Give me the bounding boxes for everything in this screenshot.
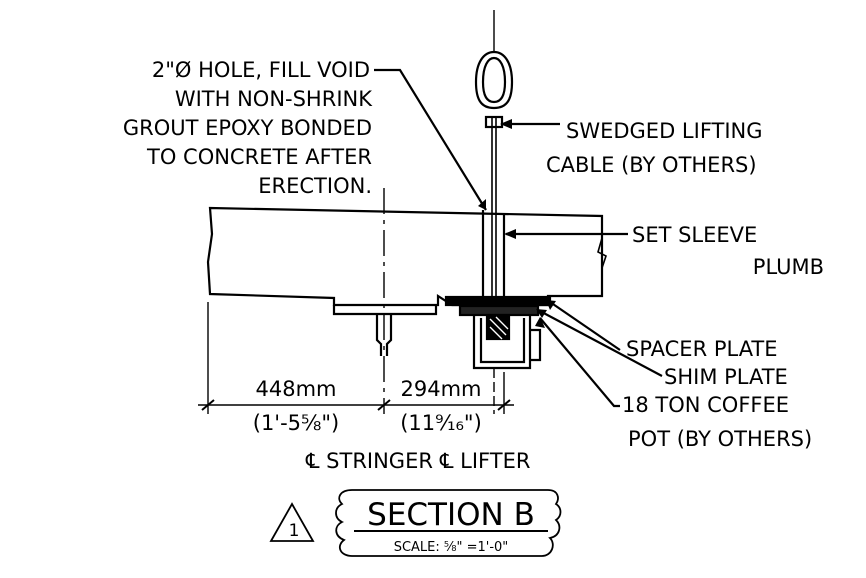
leader-spacer — [549, 301, 621, 351]
centerline-lifter-label: ℄ LIFTER — [439, 449, 530, 473]
note-shim: SHIM PLATE — [664, 365, 788, 389]
stringer-flange — [332, 305, 438, 316]
concrete-slab — [206, 206, 604, 307]
arrow-coffee — [535, 317, 545, 328]
break-line — [597, 237, 607, 269]
note-hole-3: GROUT EPOXY BONDED — [123, 116, 372, 140]
section-scale: SCALE: ⅝" =1'-0" — [394, 540, 509, 555]
leader-coffee — [539, 317, 620, 408]
dim-left-imperial: (1'-5⅝") — [253, 411, 339, 435]
note-hole-2: WITH NON-SHRINK — [175, 87, 373, 111]
note-coffee-2: POT (BY OTHERS) — [628, 427, 812, 451]
dim-right-imperial: (11⁹⁄₁₆") — [400, 411, 482, 435]
arrow-cable — [500, 119, 512, 129]
note-hole-5: ERECTION. — [258, 174, 372, 198]
arrow-spacer — [546, 300, 556, 310]
sleeve — [481, 210, 506, 296]
revision-number: 1 — [289, 521, 300, 541]
arrow-shim — [536, 309, 547, 318]
revision-triangle-icon — [269, 502, 315, 542]
centerline-stringer-label: ℄ STRINGER — [305, 449, 433, 473]
arrow-hole — [478, 199, 486, 210]
note-sleeve-1: SET SLEEVE — [632, 223, 757, 247]
note-sleeve-2: PLUMB — [753, 255, 824, 279]
lifting-cable — [491, 116, 497, 305]
stringer-web — [375, 314, 393, 356]
shim-plate — [458, 304, 540, 317]
note-spacer: SPACER PLATE — [626, 337, 778, 361]
dim-tick-left — [201, 399, 215, 411]
swedge-sleeve — [484, 115, 504, 129]
spacer-plate — [444, 295, 552, 307]
cable-loop-icon — [474, 50, 514, 110]
note-hole-1: 2"Ø HOLE, FILL VOID — [152, 58, 370, 82]
title-bubble — [335, 489, 562, 557]
note-coffee-1: 18 TON COFFEE — [622, 393, 789, 417]
dim-tick-right — [497, 399, 511, 411]
note-hole-4: TO CONCRETE AFTER — [146, 145, 372, 169]
dim-left-mm: 448mm — [256, 377, 337, 401]
note-cable-1: SWEDGED LIFTING — [566, 119, 763, 143]
note-cable-2: CABLE (BY OTHERS) — [546, 153, 757, 177]
dim-right-mm: 294mm — [401, 377, 482, 401]
dim-tick-mid — [377, 399, 391, 411]
arrow-sleeve — [504, 229, 516, 239]
section-title: SECTION B — [367, 497, 535, 533]
leader-shim — [537, 309, 663, 377]
leader-hole — [374, 68, 487, 211]
coffee-pot — [472, 315, 542, 370]
